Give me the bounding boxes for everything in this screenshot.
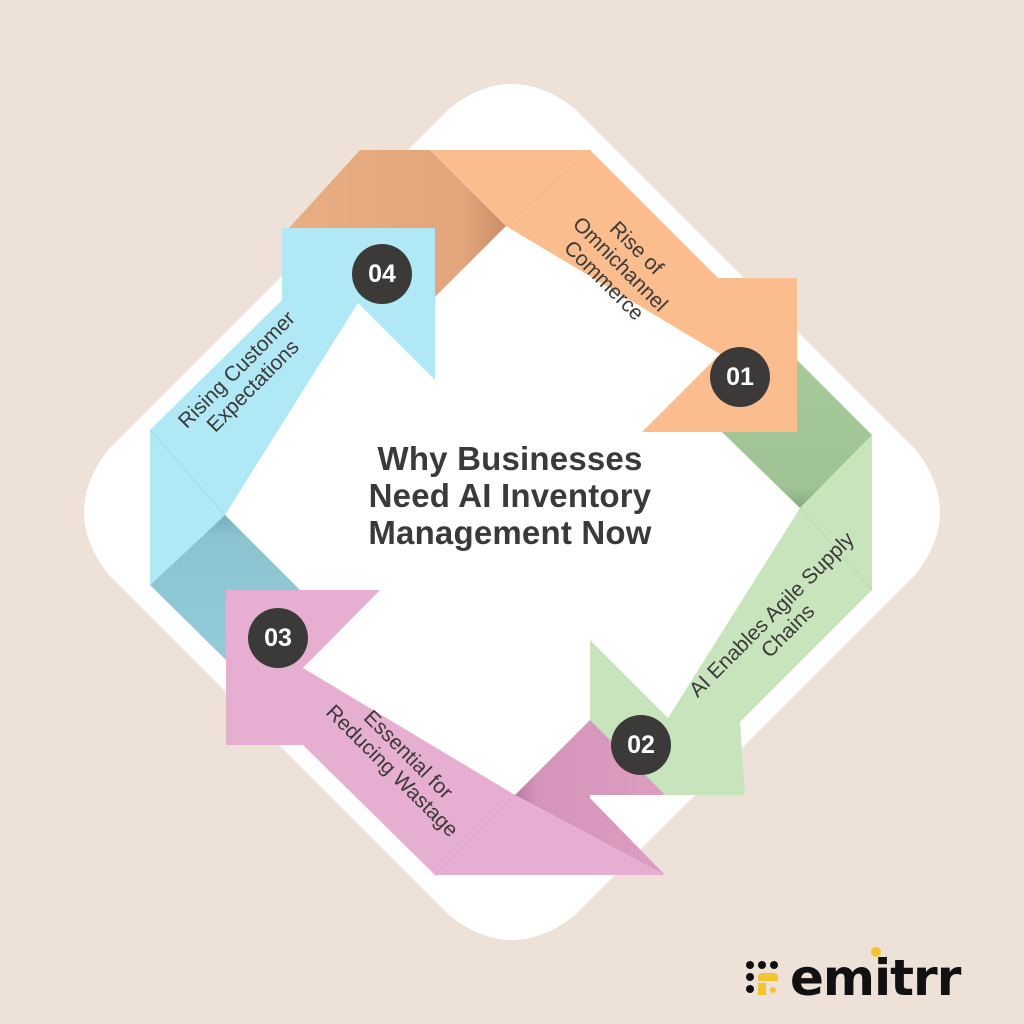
step-01-number-badge: 01	[710, 347, 770, 407]
step-03-number-badge: 03	[248, 608, 308, 668]
title-line-2: Need AI Inventory	[368, 477, 652, 514]
step-04-number-badge: 04	[352, 244, 412, 304]
logo-wordmark: emitrr	[790, 947, 961, 1007]
logo-dots-icon	[746, 961, 780, 995]
step-04-arrow	[150, 228, 435, 585]
step-04-fold	[150, 515, 300, 660]
step-01-fold	[289, 150, 506, 297]
step-01-arrow	[430, 150, 797, 432]
emitrr-logo: emitrr	[746, 947, 961, 1008]
step-02-number-badge: 02	[611, 715, 671, 775]
step-02-arrow	[590, 435, 872, 795]
step-02-fold	[722, 360, 872, 508]
diagram-title: Why Businesses Need AI Inventory Managem…	[340, 440, 680, 551]
logo-i-dot-icon	[871, 947, 881, 957]
title-line-1: Why Businesses	[377, 440, 643, 477]
title-line-3: Management Now	[368, 514, 652, 551]
